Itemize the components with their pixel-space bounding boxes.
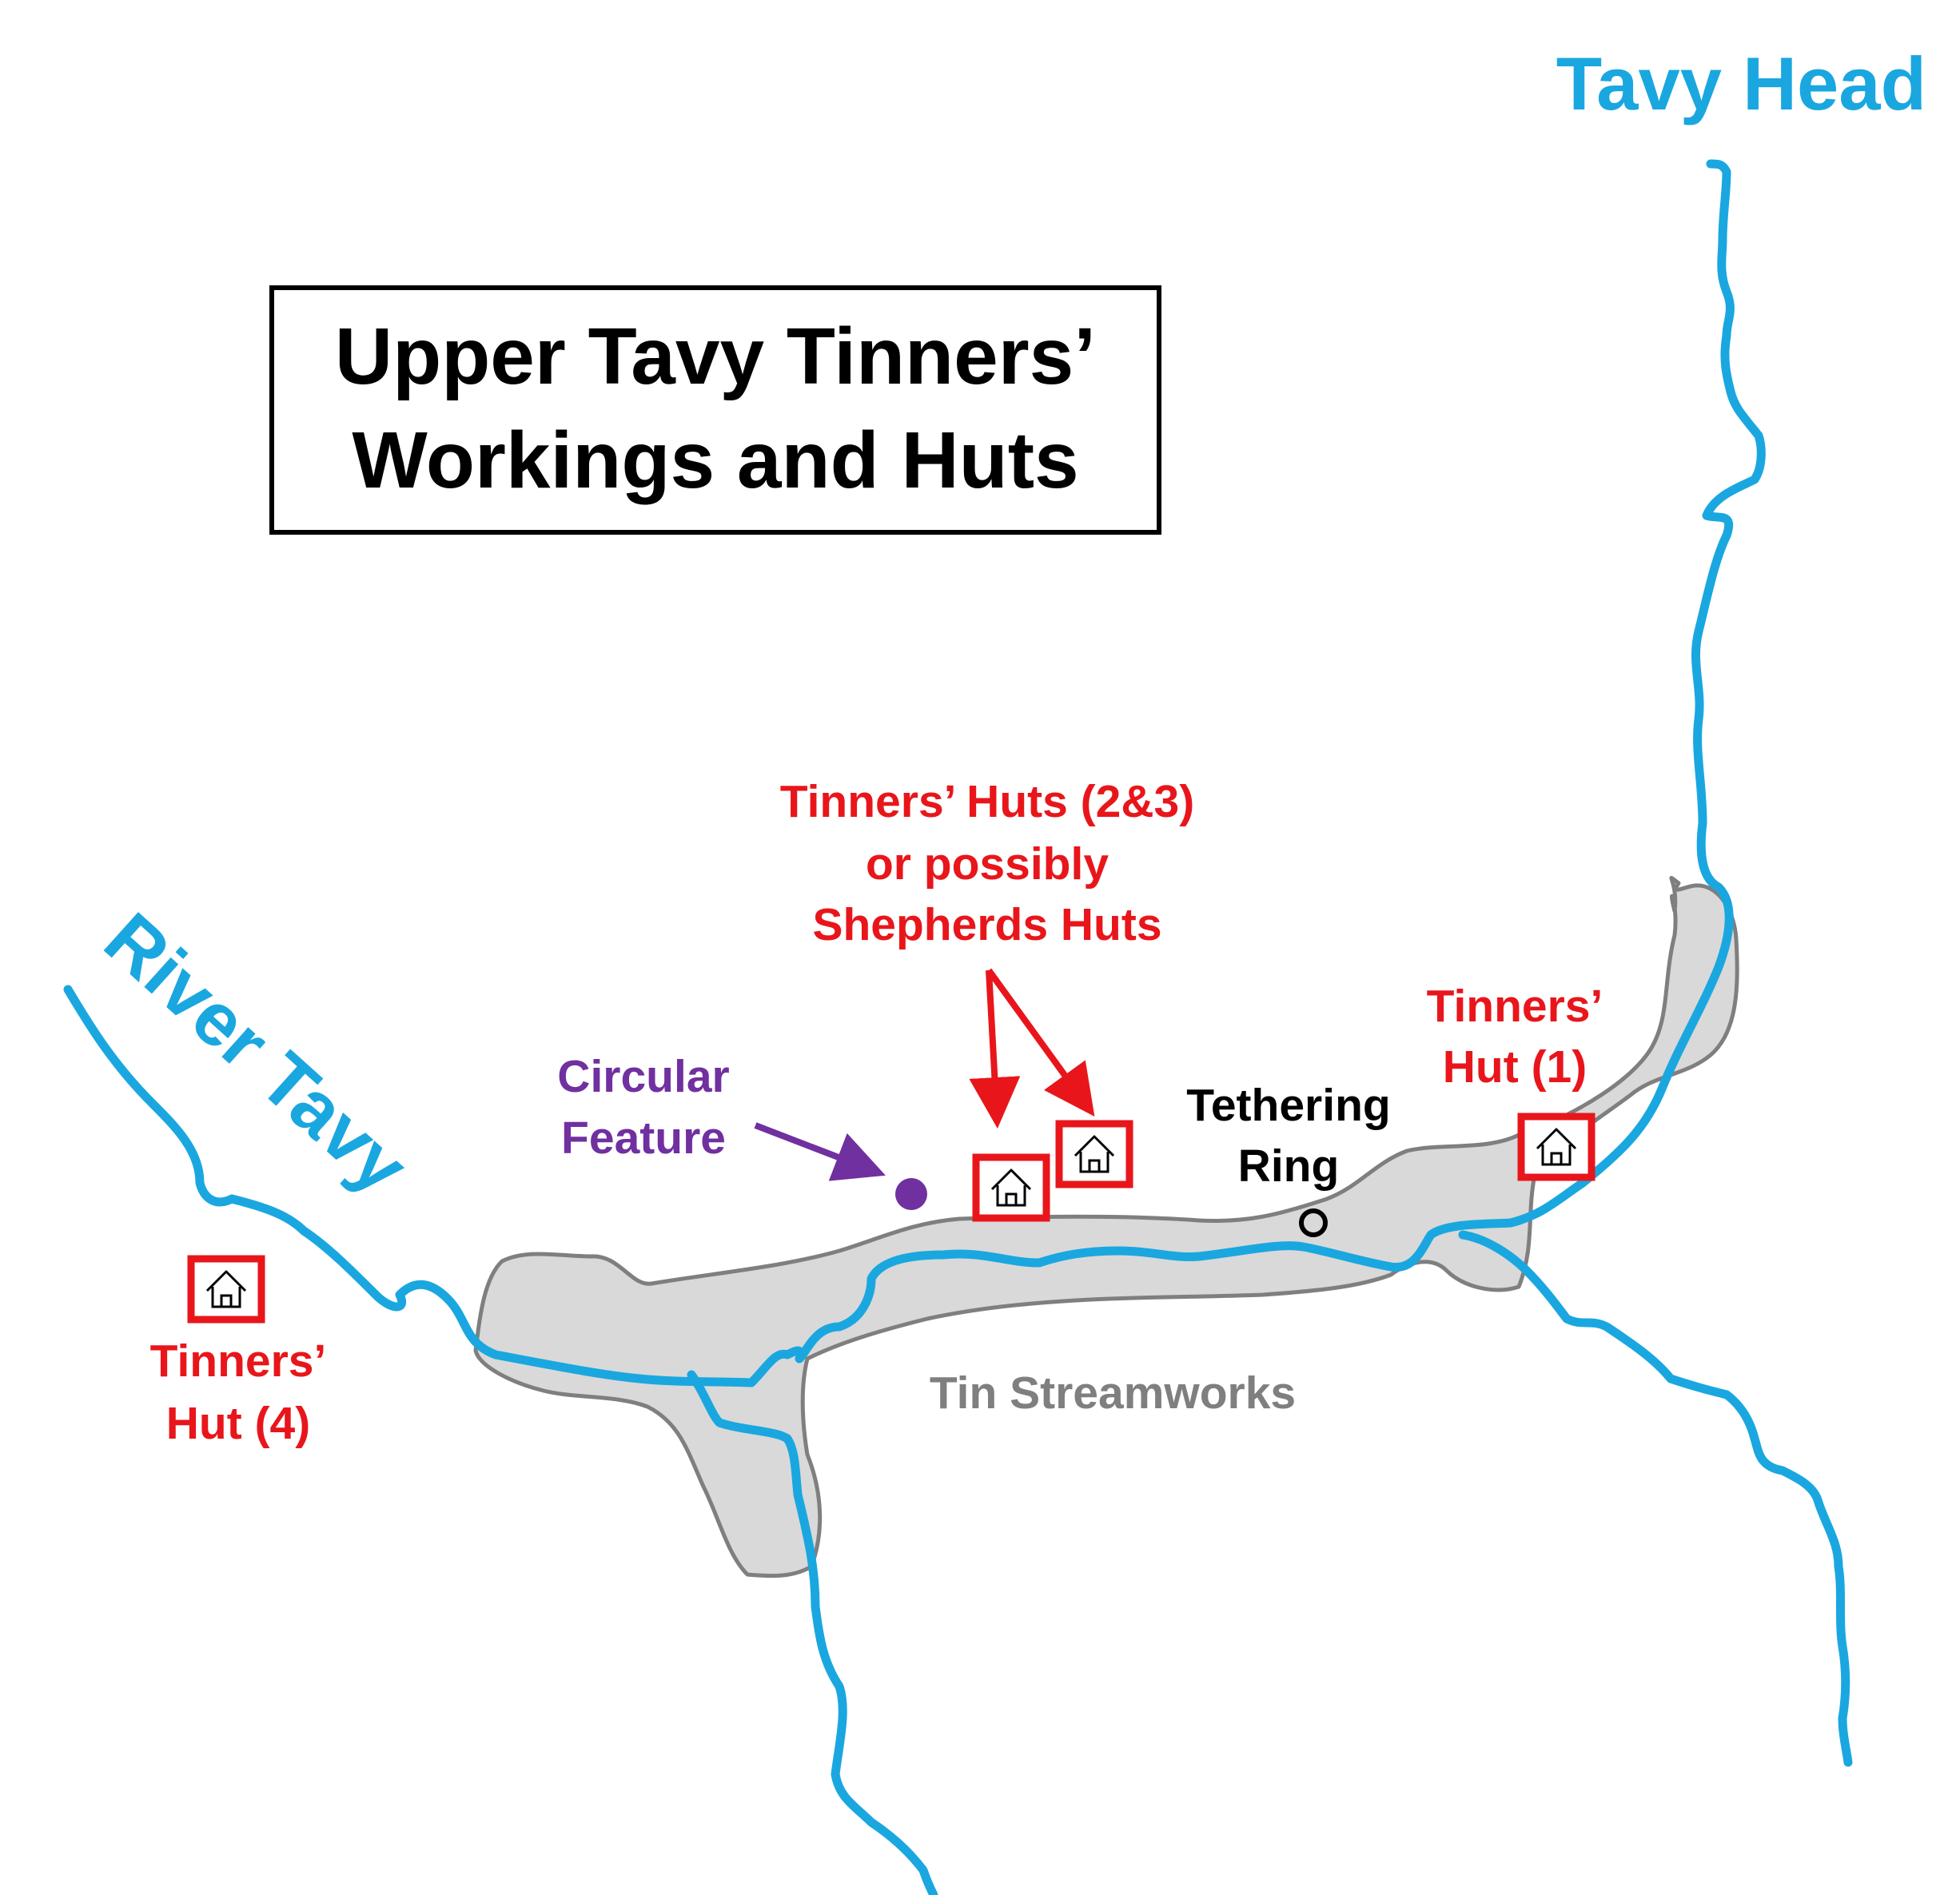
- hut-4-line-2: Hut (4): [166, 1398, 310, 1449]
- tethering-ring-line-2: Ring: [1238, 1141, 1340, 1192]
- tethering-ring-label: Tethering Ring: [1186, 1080, 1390, 1192]
- house-icon-hut-2: [976, 1157, 1046, 1218]
- title-box: Upper Tavy Tinners’ Workings and Huts: [269, 285, 1161, 535]
- tin-streamworks-label: Tin Streamworks: [930, 1368, 1296, 1419]
- river-tavy-label: River Tavy: [90, 897, 424, 1210]
- house-icon-hut-4: [191, 1259, 261, 1320]
- hut-1-line-1: Tinners’: [1427, 981, 1603, 1032]
- river-southeast-tributary: [1458, 1230, 1853, 1767]
- river-south-tributary: [687, 1370, 938, 1895]
- tethering-ring-line-1: Tethering: [1186, 1080, 1390, 1131]
- huts-2-3-line-3: Shepherds Huts: [812, 899, 1161, 950]
- pointer-arrow-hut-3: [986, 968, 1095, 1117]
- title-line-2: Workings and Huts: [352, 416, 1078, 505]
- river-tavy-main: [63, 159, 1766, 1387]
- tavy-head-label: Tavy Head: [1556, 42, 1926, 125]
- title-line-1: Upper Tavy Tinners’: [335, 312, 1096, 401]
- hut-4-line-1: Tinners’: [150, 1336, 327, 1387]
- huts-2-3-line-1: Tinners’ Huts (2&3): [780, 776, 1194, 827]
- hut-1-label: Tinners’ Hut (1): [1427, 981, 1603, 1093]
- tethering-ring-marker: [1299, 1208, 1328, 1237]
- hut-1-line-2: Hut (1): [1443, 1041, 1587, 1093]
- huts-2-3-line-2: or possibly: [866, 838, 1109, 890]
- house-icon-hut-3: [1059, 1124, 1129, 1184]
- circular-feature-line-2: Feature: [561, 1113, 726, 1164]
- river-network: [63, 159, 1853, 1895]
- pointer-arrow-circular-feature: [754, 1122, 886, 1181]
- huts-2-3-label: Tinners’ Huts (2&3) or possibly Shepherd…: [780, 776, 1194, 950]
- pointer-arrow-hut-2: [969, 969, 1021, 1129]
- hut-4-label: Tinners’ Hut (4): [150, 1336, 327, 1449]
- circular-feature-label: Circular Feature: [557, 1051, 729, 1164]
- circular-feature-line-1: Circular: [557, 1051, 729, 1102]
- circular-feature-marker: [895, 1178, 927, 1210]
- house-icon-hut-1: [1521, 1117, 1592, 1177]
